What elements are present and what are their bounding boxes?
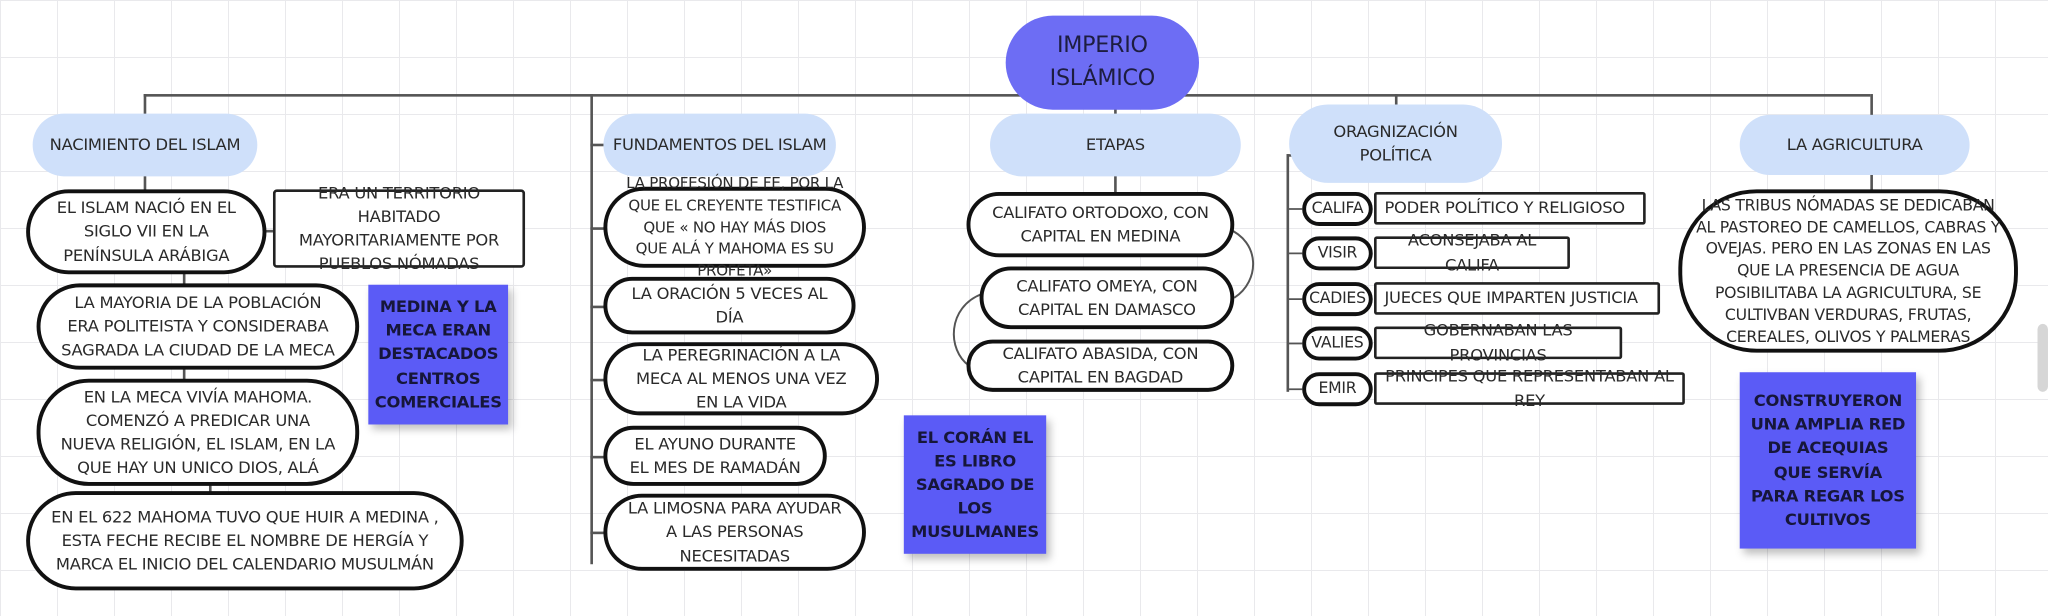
node[interactable]: CALIFATO ORTODOXO, CON CAPITAL EN MEDINA bbox=[966, 191, 1235, 258]
node[interactable]: LA PROFESIÓN DE FE, POR LA QUE EL CREYEN… bbox=[603, 174, 866, 280]
node-text: CALIFATO OMEYA, CON CAPITAL EN DAMASCO bbox=[1016, 275, 1198, 319]
sticky-note[interactable]: EL CORÁN EL ES LIBRO SAGRADO DE LOS MUSU… bbox=[903, 415, 1047, 554]
role-desc[interactable]: ACONSEJABA AL CALIFA bbox=[1374, 230, 1570, 274]
header-label: LA AGRICULTURA bbox=[1786, 134, 1923, 155]
role-desc[interactable]: GOBERNABAN LAS PROVINCIAS bbox=[1374, 320, 1623, 364]
node[interactable]: LA ORACIÓN 5 VECES AL DÍA bbox=[603, 276, 856, 335]
node[interactable]: LA LIMOSNA PARA AYUDAR A LAS PERSONAS NE… bbox=[603, 493, 866, 571]
sticky-note[interactable]: MEDINA Y LA MECA ERAN DESTACADOS CENTROS… bbox=[368, 284, 509, 425]
node-text: EL AYUNO DURANTE EL MES DE RAMADÁN bbox=[629, 433, 801, 477]
connector bbox=[1870, 94, 1873, 115]
node[interactable]: CALIFATO ABASIDA, CON CAPITAL EN BAGDAD bbox=[966, 339, 1235, 392]
node[interactable]: LA PEREGRINACIÓN A LA MECA AL MENOS UNA … bbox=[603, 342, 880, 416]
connector bbox=[1870, 173, 1873, 192]
header-nacimiento[interactable]: NACIMIENTO DEL ISLAM bbox=[32, 113, 258, 177]
node-text: CALIFATO ORTODOXO, CON CAPITAL EN MEDINA bbox=[992, 202, 1209, 246]
node-text: EN LA MECA VIVÍA MAHOMA. COMENZÓ A PREDI… bbox=[60, 386, 336, 477]
scrollbar[interactable] bbox=[2037, 323, 2048, 392]
connector bbox=[265, 229, 273, 233]
header-agricultura[interactable]: LA AGRICULTURA bbox=[1739, 114, 1970, 176]
connector bbox=[590, 227, 607, 230]
connector bbox=[1394, 94, 1398, 108]
role-term[interactable]: EMIR bbox=[1302, 372, 1373, 407]
node[interactable]: CALIFATO OMEYA, CON CAPITAL EN DAMASCO bbox=[979, 266, 1235, 330]
note-text: EL CORÁN EL ES LIBRO SAGRADO DE LOS MUSU… bbox=[911, 426, 1039, 541]
connector bbox=[208, 483, 212, 494]
role-desc[interactable]: PRINCIPES QUE REPRESENTABAN AL REY bbox=[1374, 366, 1685, 409]
connector bbox=[143, 94, 147, 115]
node-text: ERA UN TERRITORIO HABITADO MAYORITARIAME… bbox=[298, 182, 500, 274]
term-text: VISIR bbox=[1317, 243, 1358, 262]
node[interactable]: EL ISLAM NACIÓ EN EL SIGLO VII EN LA PEN… bbox=[26, 189, 267, 275]
term-text: CADIES bbox=[1309, 289, 1366, 308]
node[interactable]: EN EL 622 MAHOMA TUVO QUE HUIR A MEDINA … bbox=[26, 491, 464, 591]
node-text: LA LIMOSNA PARA AYUDAR A LAS PERSONAS NE… bbox=[627, 498, 842, 565]
term-text: CALIFA bbox=[1311, 198, 1364, 218]
connector bbox=[1114, 175, 1117, 194]
node-text: LA ORACIÓN 5 VECES AL DÍA bbox=[631, 283, 828, 327]
connector bbox=[590, 94, 593, 565]
term-text: VALIES bbox=[1311, 333, 1364, 352]
node[interactable]: EN LA MECA VIVÍA MAHOMA. COMENZÓ A PREDI… bbox=[36, 378, 360, 486]
role-desc[interactable]: PODER POLÍTICO Y RELIGIOSO bbox=[1374, 191, 1646, 225]
sticky-note[interactable]: CONSTRUYERON UNA AMPLIA RED DE ACEQUIAS … bbox=[1739, 372, 1917, 549]
desc-text: GOBERNABAN LAS PROVINCIAS bbox=[1423, 320, 1573, 364]
connector bbox=[182, 368, 186, 382]
connector bbox=[590, 455, 607, 459]
node-text: LAS TRIBUS NÓMADAS SE DEDICABAN AL PASTO… bbox=[1696, 195, 2001, 346]
role-connectors bbox=[1286, 208, 1303, 391]
node-text: LA PROFESIÓN DE FE, POR LA QUE EL CREYEN… bbox=[626, 174, 844, 280]
role-term[interactable]: VISIR bbox=[1302, 236, 1373, 271]
connector bbox=[590, 378, 607, 382]
node-text: EL ISLAM NACIÓ EN EL SIGLO VII EN LA PEN… bbox=[56, 197, 236, 265]
term-text: EMIR bbox=[1318, 379, 1357, 398]
title-text: IMPERIO ISLÁMICO bbox=[1049, 33, 1156, 92]
connector bbox=[590, 143, 607, 147]
desc-text: ACONSEJABA AL CALIFA bbox=[1407, 230, 1537, 274]
node-text: EN EL 622 MAHOMA TUVO QUE HUIR A MEDINA … bbox=[51, 506, 439, 574]
header-organizacion[interactable]: ORAGNIZACIÓN POLÍTICA bbox=[1289, 104, 1503, 183]
connector bbox=[143, 175, 147, 191]
role-term[interactable]: VALIES bbox=[1302, 326, 1373, 361]
note-text: CONSTRUYERON UNA AMPLIA RED DE ACEQUIAS … bbox=[1750, 390, 1906, 529]
arrow-omeya-abasida bbox=[952, 292, 983, 367]
role-term[interactable]: CALIFA bbox=[1302, 191, 1373, 226]
role-desc[interactable]: JUECES QUE IMPARTEN JUSTICIA bbox=[1374, 282, 1661, 315]
desc-text: PRINCIPES QUE REPRESENTABAN AL REY bbox=[1385, 366, 1674, 410]
role-term[interactable]: CADIES bbox=[1302, 282, 1373, 317]
node[interactable]: LA MAYORIA DE LA POBLACIÓN ERA POLITEIST… bbox=[36, 283, 360, 370]
connector bbox=[182, 272, 186, 287]
header-label: NACIMIENTO DEL ISLAM bbox=[49, 134, 241, 155]
connector bbox=[590, 531, 607, 535]
node[interactable]: LAS TRIBUS NÓMADAS SE DEDICABAN AL PASTO… bbox=[1678, 189, 2018, 353]
header-fundamentos[interactable]: FUNDAMENTOS DEL ISLAM bbox=[603, 113, 836, 177]
node-text: CALIFATO ABASIDA, CON CAPITAL EN BAGDAD bbox=[1002, 343, 1199, 387]
node[interactable]: EL AYUNO DURANTE EL MES DE RAMADÁN bbox=[603, 425, 827, 486]
header-label: ETAPAS bbox=[1085, 134, 1145, 155]
header-etapas[interactable]: ETAPAS bbox=[990, 113, 1241, 177]
header-label: FUNDAMENTOS DEL ISLAM bbox=[612, 134, 827, 155]
arrow-ortodoxo-omeya bbox=[1227, 227, 1255, 299]
connector bbox=[590, 305, 607, 309]
desc-text: PODER POLÍTICO Y RELIGIOSO bbox=[1384, 197, 1625, 218]
node[interactable]: ERA UN TERRITORIO HABITADO MAYORITARIAME… bbox=[272, 183, 526, 273]
title-node[interactable]: IMPERIO ISLÁMICO bbox=[1005, 15, 1199, 110]
header-label: ORAGNIZACIÓN POLÍTICA bbox=[1333, 121, 1458, 165]
note-text: MEDINA Y LA MECA ERAN DESTACADOS CENTROS… bbox=[374, 296, 502, 412]
connector bbox=[1286, 154, 1290, 392]
desc-text: JUECES QUE IMPARTEN JUSTICIA bbox=[1384, 287, 1638, 308]
main-connector bbox=[143, 94, 1871, 97]
node-text: LA PEREGRINACIÓN A LA MECA AL MENOS UNA … bbox=[636, 344, 847, 412]
node-text: LA MAYORIA DE LA POBLACIÓN ERA POLITEIST… bbox=[61, 292, 335, 360]
